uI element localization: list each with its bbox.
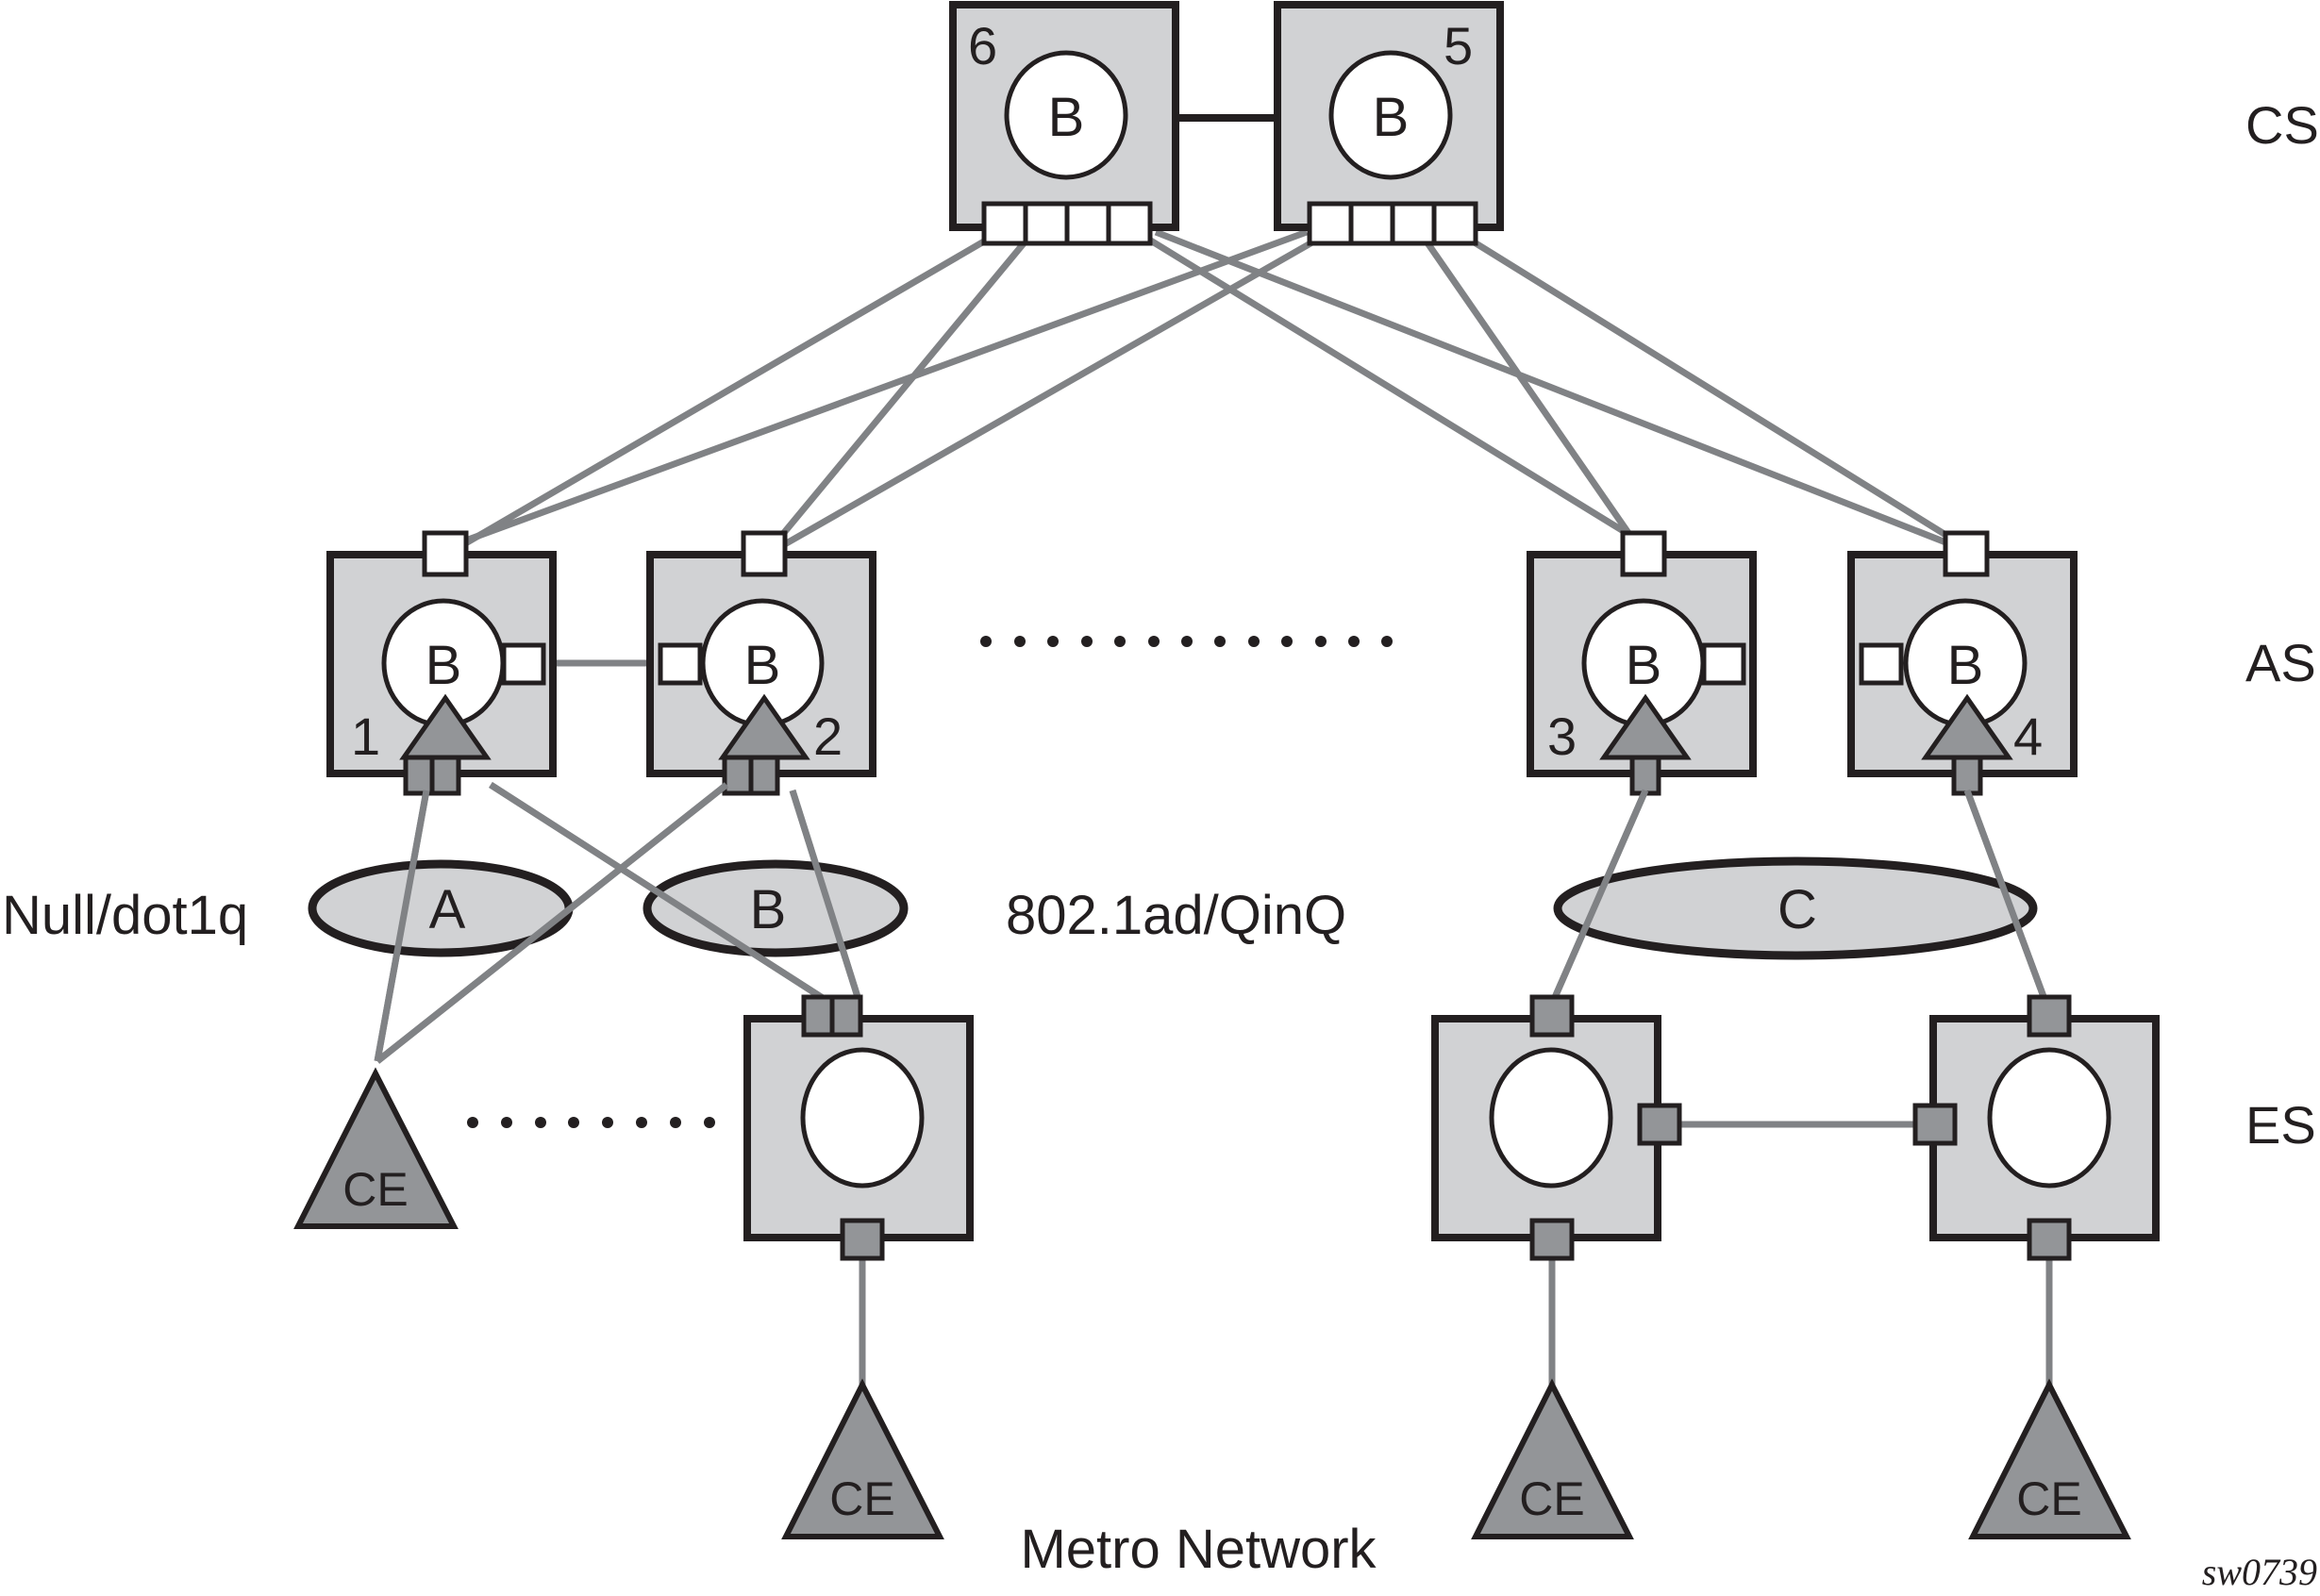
- switch-id: 1: [351, 707, 380, 766]
- switch-circle-icon: [800, 1047, 925, 1189]
- encapsulation-label-right: 802.1ad/QinQ: [1006, 885, 1346, 946]
- layer-label-es: ES: [2245, 1095, 2316, 1155]
- edge-switch-1[interactable]: [743, 994, 974, 1261]
- uplink-port[interactable]: [422, 530, 469, 577]
- link-cs6-as3: [1135, 229, 1648, 548]
- core-switch-6[interactable]: B 6: [949, 1, 1179, 246]
- access-port[interactable]: [403, 755, 435, 796]
- service-label: B: [750, 879, 787, 940]
- switch-id: 4: [2013, 707, 2043, 766]
- side-port[interactable]: [1701, 642, 1746, 686]
- encapsulation-label-left: Null/dot1q: [2, 885, 248, 946]
- uplink-port[interactable]: [1943, 530, 1990, 577]
- link-cs6-as4: [1154, 228, 1955, 549]
- bridge-icon: [1004, 50, 1128, 180]
- ce-device-es1[interactable]: CE: [781, 1378, 944, 1539]
- port[interactable]: [1348, 201, 1395, 246]
- bridge-label: B: [1373, 87, 1410, 148]
- as-continuation-dots: [980, 636, 1393, 647]
- side-port[interactable]: [658, 642, 703, 686]
- port[interactable]: [1064, 201, 1111, 246]
- access-switch-2[interactable]: B 2: [646, 530, 876, 796]
- ce-label: CE: [829, 1472, 894, 1525]
- access-links-overlay: [374, 782, 2049, 1064]
- uplink-port[interactable]: [829, 994, 863, 1038]
- access-port[interactable]: [722, 755, 754, 796]
- ce-label: CE: [1519, 1472, 1584, 1525]
- ce-device-left[interactable]: CE: [293, 1067, 459, 1229]
- switch-circle-icon: [1489, 1047, 1613, 1189]
- port-group: [1307, 201, 1478, 246]
- link-cs6-as2: [771, 229, 1036, 548]
- edge-switch-4[interactable]: [1912, 994, 2160, 1261]
- layer-label-cs: CS: [2245, 95, 2319, 155]
- ce-label: CE: [342, 1163, 408, 1216]
- uplink-port[interactable]: [1529, 994, 1575, 1038]
- service-c[interactable]: C: [1553, 856, 2038, 960]
- port[interactable]: [981, 201, 1028, 246]
- service-ellipse: [1553, 856, 2038, 960]
- uplink-port[interactable]: [801, 994, 835, 1038]
- access-port[interactable]: [429, 755, 461, 796]
- link-cs5-as2: [781, 228, 1332, 549]
- link-cs5-as3: [1417, 230, 1640, 547]
- ce-triangle-icon: [1968, 1378, 2131, 1539]
- link-cs5-as1: [451, 228, 1309, 549]
- port-group: [981, 201, 1153, 246]
- edge-switch-3[interactable]: [1431, 994, 1682, 1261]
- switch-id: 2: [813, 707, 843, 766]
- access-switch-4[interactable]: B 4: [1847, 530, 2078, 796]
- ce-device-es4[interactable]: CE: [1968, 1378, 2131, 1539]
- side-port[interactable]: [1859, 642, 1904, 686]
- figure-id: sw0739: [2202, 1551, 2317, 1593]
- port[interactable]: [1106, 201, 1153, 246]
- diagram-caption: Metro Network: [1020, 1519, 1377, 1580]
- access-switch-3[interactable]: B 3: [1527, 530, 1757, 796]
- uplink-port[interactable]: [2027, 994, 2072, 1038]
- side-port[interactable]: [501, 642, 546, 686]
- access-port[interactable]: [1951, 755, 1983, 796]
- ce-triangle-icon: [781, 1378, 944, 1539]
- switch-id: 6: [968, 16, 997, 75]
- access-port[interactable]: [840, 1218, 885, 1261]
- bridge-label: B: [1947, 635, 1984, 696]
- ce-label: CE: [2016, 1472, 2081, 1525]
- access-port[interactable]: [748, 755, 780, 796]
- bridge-label: B: [426, 635, 462, 696]
- port[interactable]: [1023, 201, 1070, 246]
- link-cs6-as1: [460, 228, 1002, 549]
- uplinks: [451, 228, 1964, 549]
- side-port[interactable]: [1912, 1103, 1958, 1146]
- core-switch-5[interactable]: B 5: [1274, 1, 1504, 246]
- bridge-label: B: [744, 635, 781, 696]
- side-port[interactable]: [1637, 1103, 1682, 1146]
- service-label: A: [429, 879, 466, 940]
- ce-triangle-icon: [1471, 1378, 1634, 1539]
- ce-device-es3[interactable]: CE: [1471, 1378, 1634, 1539]
- link-cs5-as4: [1456, 229, 1964, 548]
- bridge-label: B: [1048, 87, 1085, 148]
- port[interactable]: [1307, 201, 1354, 246]
- uplink-port[interactable]: [741, 530, 788, 577]
- bridge-label: B: [1626, 635, 1662, 696]
- access-port[interactable]: [1529, 1218, 1575, 1261]
- switch-id: 3: [1547, 707, 1577, 766]
- switch-circle-icon: [1987, 1047, 2111, 1189]
- es-continuation-dots: [467, 1117, 715, 1128]
- access-switch-1[interactable]: B 1: [326, 530, 557, 796]
- switch-id: 5: [1444, 16, 1473, 75]
- access-port[interactable]: [2027, 1218, 2072, 1261]
- bridge-icon: [1328, 50, 1453, 180]
- service-label: C: [1778, 879, 1817, 940]
- ce-triangle-icon: [293, 1067, 459, 1229]
- port[interactable]: [1390, 201, 1437, 246]
- service-a[interactable]: A: [308, 859, 574, 957]
- access-links: [374, 659, 2053, 1387]
- port[interactable]: [1431, 201, 1478, 246]
- layer-label-as: AS: [2245, 633, 2316, 692]
- uplink-port[interactable]: [1620, 530, 1667, 577]
- access-port[interactable]: [1629, 755, 1661, 796]
